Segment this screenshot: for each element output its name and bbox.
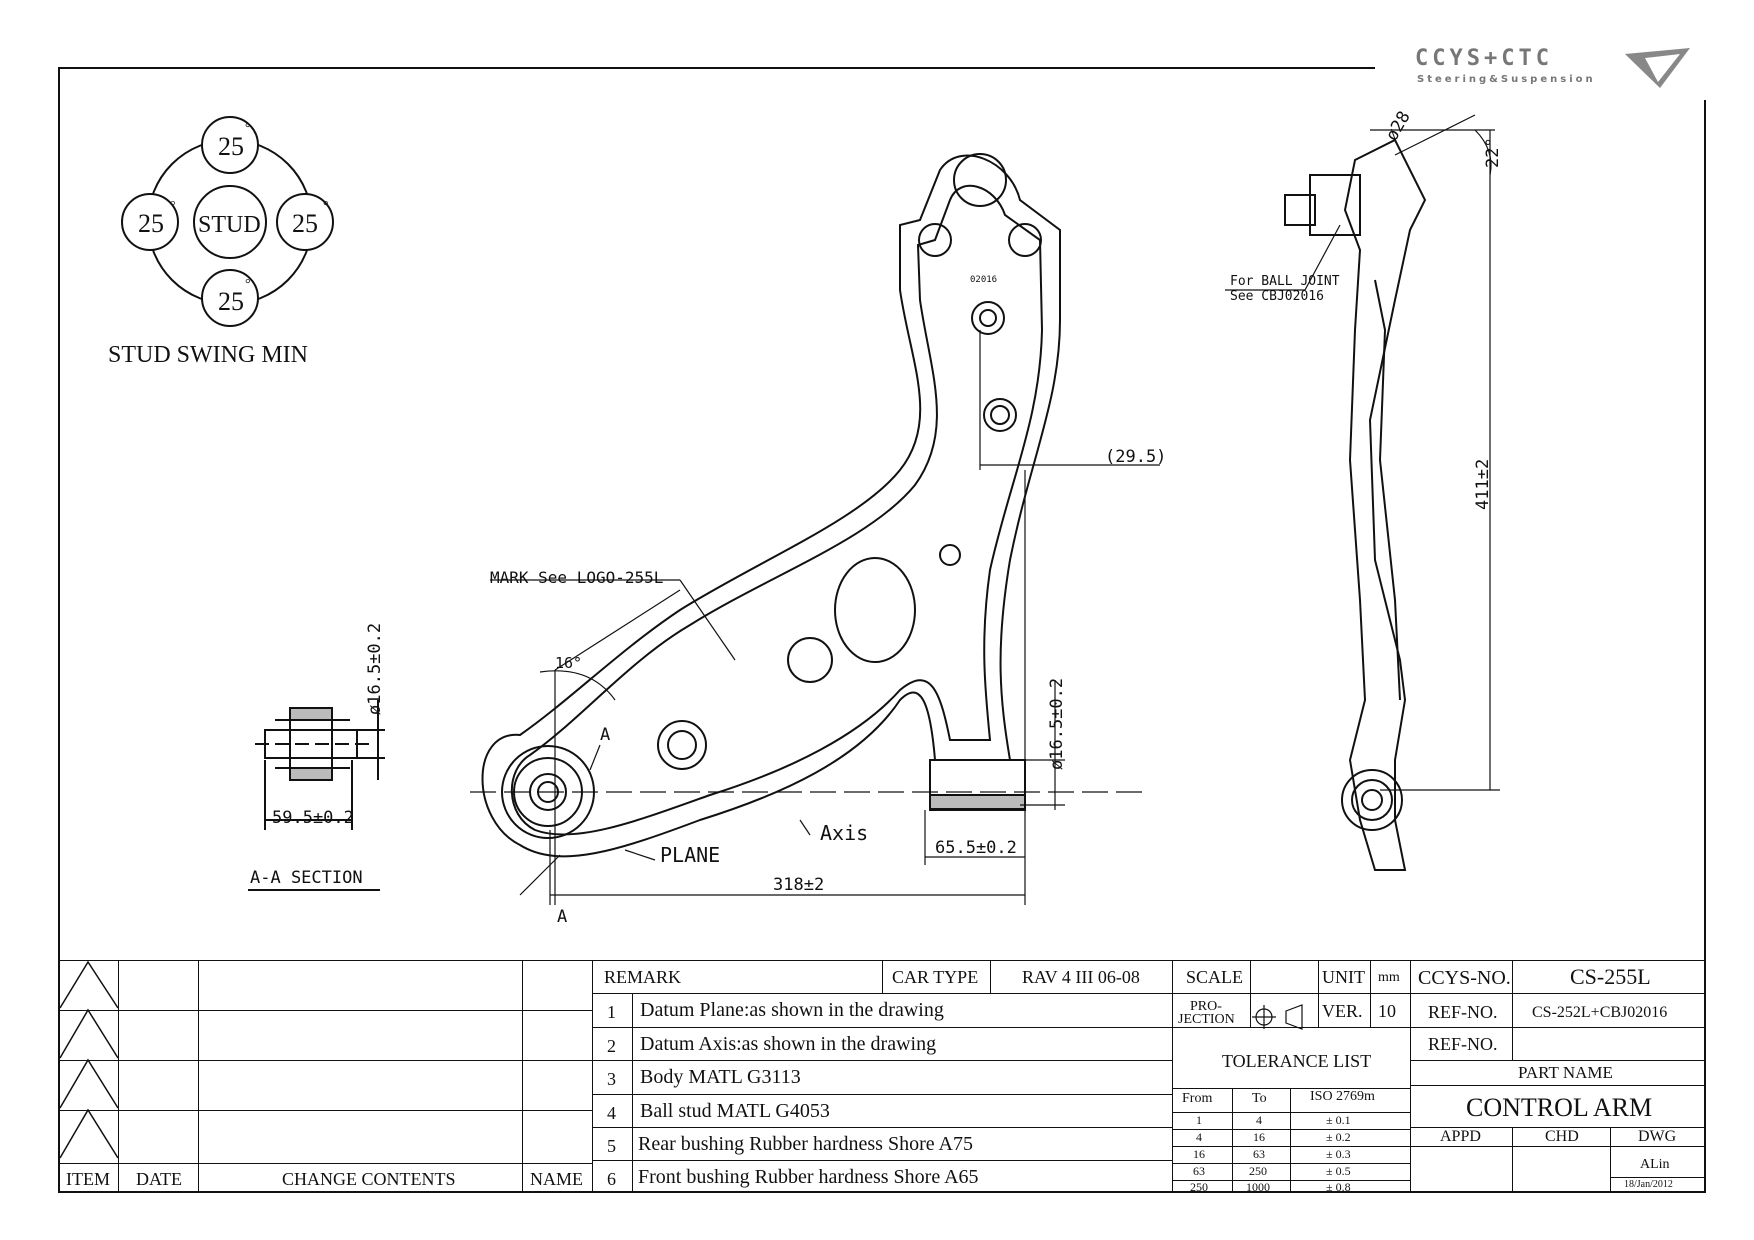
side-view-outline (1225, 114, 1500, 871)
rev-header-item: ITEM (66, 1169, 110, 1189)
projection-label-1: PRO- (1190, 999, 1222, 1014)
ball-joint-note-2: See CBJ02016 (1230, 289, 1324, 304)
ccys-no-value: CS-255L (1570, 964, 1651, 989)
ver-label: VER. (1322, 1001, 1363, 1021)
stud-swing-caption: STUD SWING MIN (108, 342, 308, 368)
rev-header-change: CHANGE CONTENTS (282, 1169, 456, 1189)
remark-text: Datum Plane:as shown in the drawing (640, 999, 944, 1021)
ccys-no-label: CCYS-NO. (1418, 967, 1511, 989)
tol-value: ± 0.3 (1326, 1147, 1351, 1161)
tol-from: 4 (1196, 1130, 1202, 1144)
scale-label: SCALE (1186, 967, 1244, 987)
remark-no: 6 (607, 1169, 616, 1189)
mark-note: MARK See LOGO-255L (490, 568, 663, 587)
ref-no-label: REF-NO. (1428, 1002, 1498, 1022)
chd-label: CHD (1545, 1128, 1579, 1145)
logo-brand: CCYS+CTC (1415, 46, 1553, 71)
angle-bottom: 25 (218, 287, 244, 316)
tol-header-iso: ISO 2769m (1310, 1089, 1375, 1104)
section-marker-bottom: A (557, 907, 567, 927)
remark-no: 2 (607, 1036, 616, 1056)
unit-value: mm (1378, 970, 1400, 985)
degree-right: ° (323, 199, 329, 214)
main-diameter-dim: ø16.5±0.2 (1047, 678, 1067, 770)
remark-no: 4 (607, 1103, 616, 1123)
main-dimension-lines (470, 330, 1160, 905)
part-name-value: CONTROL ARM (1466, 1093, 1653, 1122)
rev-header-date: DATE (136, 1169, 182, 1189)
tol-value: ± 0.5 (1326, 1164, 1351, 1178)
dwg-value: ALin (1640, 1157, 1670, 1172)
unit-label: UNIT (1322, 967, 1365, 987)
angle-16: 16° (555, 654, 582, 672)
section-marker-top: A (600, 725, 610, 745)
dim-318: 318±2 (773, 875, 824, 895)
tol-header-from: From (1182, 1091, 1213, 1106)
tol-from: 63 (1193, 1164, 1205, 1178)
side-dim-411: 411±2 (1473, 459, 1493, 510)
company-logo: CCYS+CTC Steering&Suspension (1375, 40, 1715, 100)
car-type-value: RAV 4 III 06-08 (1022, 967, 1140, 987)
stud-swing-diagram (121, 116, 334, 327)
tol-value: ± 0.8 (1326, 1180, 1351, 1194)
tol-from: 1 (1196, 1113, 1202, 1127)
remark-text: Datum Axis:as shown in the drawing (640, 1033, 937, 1055)
control-arm-outline (481, 153, 1061, 858)
appd-label: APPD (1440, 1128, 1481, 1145)
tol-value: ± 0.1 (1326, 1113, 1351, 1127)
tolerance-title: TOLERANCE LIST (1222, 1051, 1372, 1071)
part-name-label: PART NAME (1518, 1063, 1613, 1082)
drawing-date: 18/Jan/2012 (1624, 1179, 1673, 1190)
remark-text: Body MATL G3113 (640, 1066, 801, 1088)
axis-label: Axis (820, 821, 868, 845)
stud-swing-labels: 25 25 25 25 STUD ° ° ° ° STUD SWING MIN (108, 121, 329, 368)
ver-value: 10 (1378, 1001, 1396, 1021)
part-stamp: 02016 (970, 275, 997, 285)
remark-text: Ball stud MATL G4053 (640, 1100, 830, 1122)
rev-header-name: NAME (530, 1169, 583, 1189)
tol-value: ± 0.2 (1326, 1130, 1351, 1144)
section-width-dim: 59.5±0.2 (272, 808, 354, 828)
remark-text: Rear bushing Rubber hardness Shore A75 (638, 1133, 973, 1155)
tol-to: 1000 (1246, 1180, 1270, 1194)
dwg-label: DWG (1638, 1128, 1677, 1145)
dim-65-5: 65.5±0.2 (935, 838, 1017, 858)
stud-label: STUD (198, 212, 261, 238)
section-title: A-A SECTION (250, 868, 363, 888)
section-aa-view (248, 700, 385, 891)
drawing-border (58, 67, 1706, 1193)
tol-to: 250 (1249, 1164, 1267, 1178)
ref-no-value: CS-252L+CBJ02016 (1532, 1004, 1668, 1021)
remark-no: 1 (607, 1002, 616, 1022)
side-dim-28: ø28 (1382, 108, 1415, 145)
logo-tagline: Steering&Suspension (1417, 74, 1596, 85)
remark-no: 5 (607, 1136, 616, 1156)
projection-symbol-icon (1252, 1004, 1303, 1030)
tol-to: 4 (1256, 1113, 1262, 1127)
dim-29-5: (29.5) (1105, 447, 1166, 467)
angle-right: 25 (292, 209, 318, 238)
projection-label-2: JECTION (1178, 1012, 1235, 1027)
angle-top: 25 (218, 132, 244, 161)
tol-to: 63 (1253, 1147, 1265, 1161)
angle-left: 25 (138, 209, 164, 238)
degree-top: ° (245, 121, 251, 136)
tol-from: 16 (1193, 1147, 1205, 1161)
section-diameter-dim: ø16.5±0.2 (365, 623, 385, 715)
logo-mark-icon (1625, 48, 1690, 88)
plane-label: PLANE (660, 843, 720, 867)
remark-text: Front bushing Rubber hardness Shore A65 (638, 1166, 979, 1188)
tol-to: 16 (1253, 1130, 1265, 1144)
tol-header-to: To (1252, 1091, 1267, 1106)
car-type-label: CAR TYPE (892, 967, 979, 987)
ball-joint-note-1: For BALL JOINT (1230, 274, 1340, 289)
remark-no: 3 (607, 1069, 616, 1089)
remark-header: REMARK (604, 967, 682, 987)
ref-no-label-2: REF-NO. (1428, 1034, 1498, 1054)
tol-from: 250 (1190, 1180, 1208, 1194)
degree-left: ° (170, 199, 176, 214)
side-dim-22: 22° (1483, 137, 1503, 168)
degree-bottom: ° (245, 277, 251, 292)
